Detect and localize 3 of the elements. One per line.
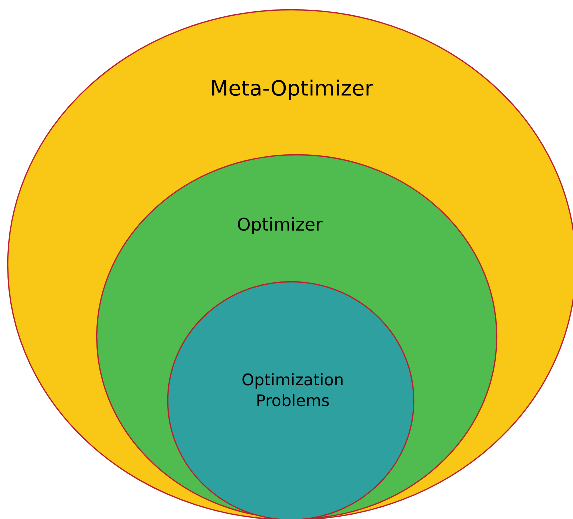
region-label: Optimizer — [238, 218, 323, 234]
region-label: Optimization Problems — [242, 373, 343, 407]
region-label: Meta-Optimizer — [212, 80, 374, 100]
